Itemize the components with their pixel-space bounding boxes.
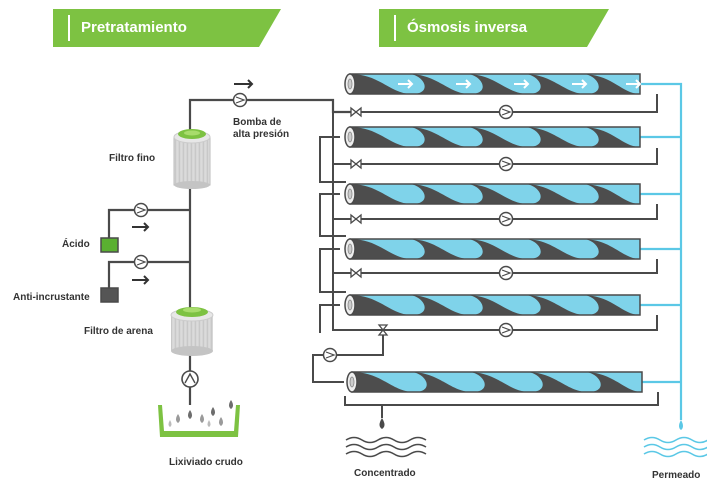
reverse-osmosis-banner: Ósmosis inversa [379,9,609,47]
permeate-label: Permeado [652,470,701,481]
feed-pump-icon [181,370,199,388]
pump-label-line2: alta presión [233,129,290,140]
raw-leachate-basin [158,400,240,437]
acid-flow-arrow-icon [132,222,150,232]
recirculation-pump-icon [498,104,514,120]
valve-icon [350,107,362,117]
recirculation-pump-icon [498,265,514,281]
membrane-vessel-5 [344,294,641,316]
antiscalant-flow-arrow-icon [132,275,150,285]
banner-divider [68,15,70,41]
raw-leachate-label: Lixiviado crudo [169,457,243,468]
permeate-waves-icon [643,436,707,458]
membrane-vessel-2 [344,126,641,148]
membrane-vessel-3 [344,183,641,205]
permeate-flow-arrows [398,79,642,89]
acid-container [100,237,119,253]
concentrate-pipes [312,94,659,418]
acid-dosing-pump-icon [133,202,149,218]
concentrate-drop-icon [379,418,385,429]
fine-filter-label: Filtro fino [109,153,156,164]
antiscalant-dosing-pump-icon [133,254,149,270]
valve-icon [350,159,362,169]
sand-filter [170,307,214,356]
recirculation-pump-icon [498,211,514,227]
permeate-drop-icon [679,420,683,430]
antiscalant-container [100,287,119,303]
valve-icon [350,268,362,278]
pretreatment-banner: Pretratamiento [53,9,281,47]
feed-flow-arrow-icon [234,79,254,89]
antiscalant-label: Anti-incrustante [13,292,90,303]
banner-divider [394,15,396,41]
membrane-vessel-1 [344,73,641,95]
valve-icon [350,214,362,224]
acid-label: Ácido [62,239,90,250]
membrane-vessel-6 [346,371,643,393]
permeate-header [640,82,683,420]
reverse-osmosis-title: Ósmosis inversa [407,19,528,36]
high-pressure-pump-icon [232,92,248,108]
pretreatment-pipes [107,98,354,405]
concentrate-label: Concentrado [354,468,416,479]
concentrate-waves-icon [345,436,427,458]
sand-filter-label: Filtro de arena [84,326,153,337]
membrane-vessel-4 [344,238,641,260]
pump-label-line1: Bomba de [233,117,282,128]
booster-pump-icon [322,347,338,363]
pretreatment-title: Pretratamiento [81,19,187,36]
recirculation-pump-icon [498,156,514,172]
fine-filter [173,129,211,189]
recirculation-pump-icon [498,322,514,338]
